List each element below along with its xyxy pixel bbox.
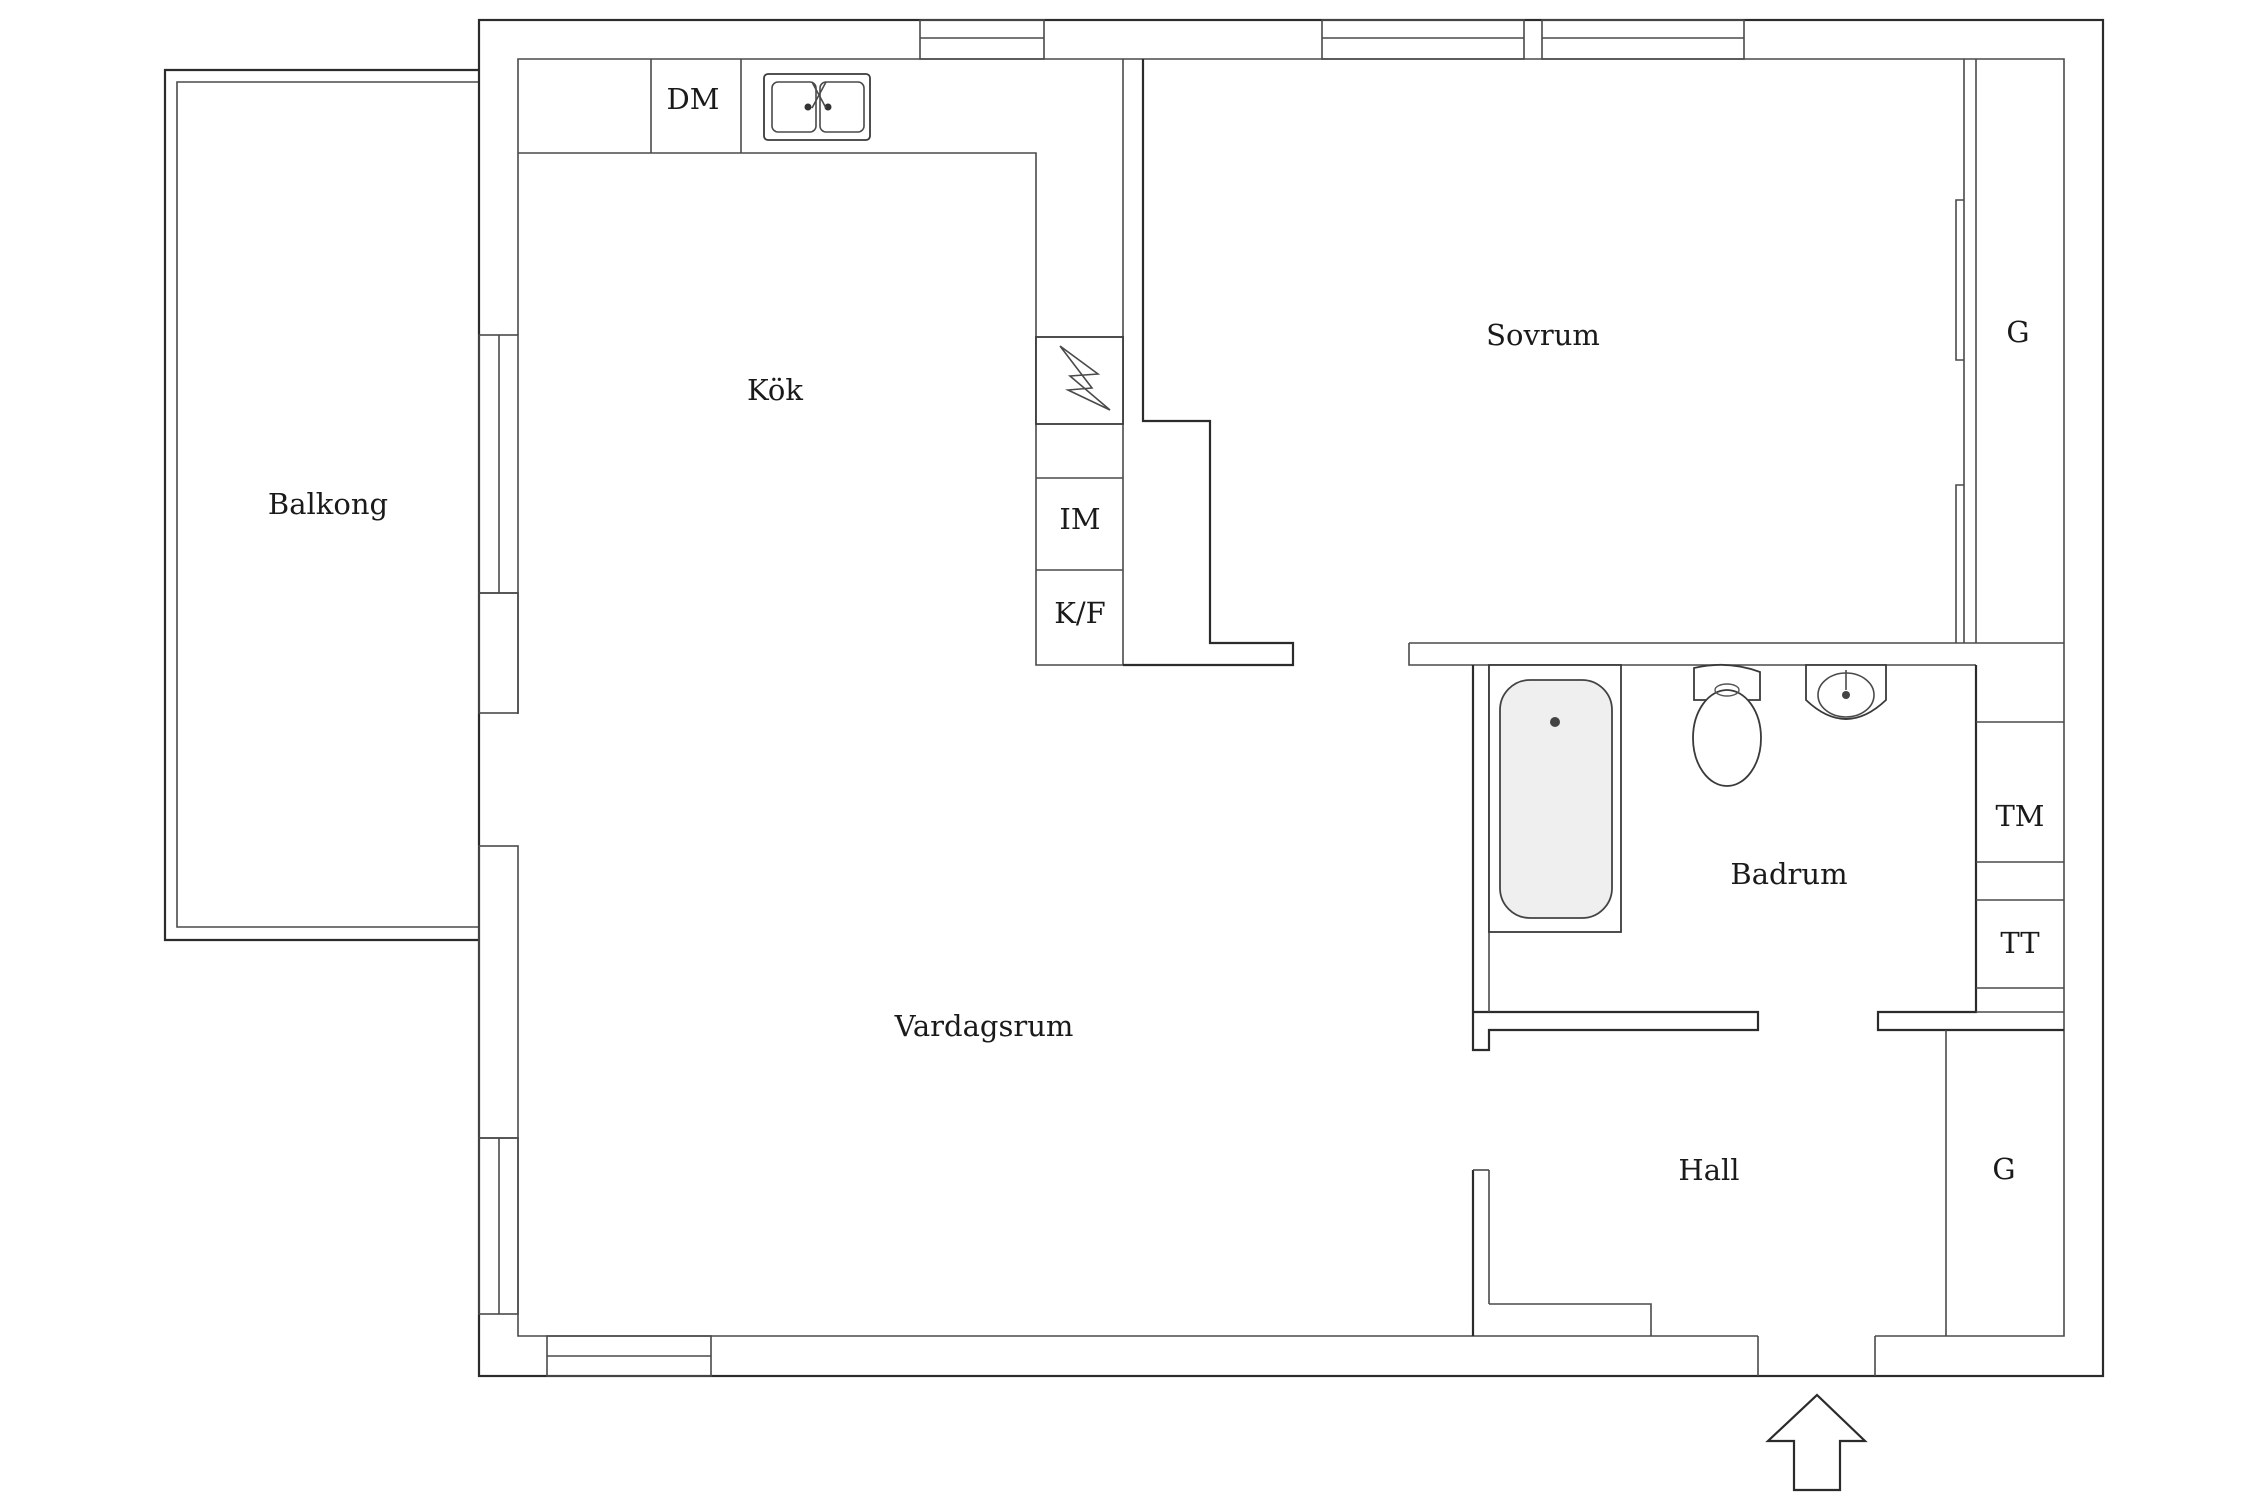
- room-label-badrum: Badrum: [1730, 857, 1847, 891]
- hall-walls: [1471, 1030, 1947, 1376]
- bedroom-walls: [1123, 59, 2064, 667]
- fixture-label-dishwasher: DM: [667, 82, 720, 116]
- kitchen-counter: [518, 59, 1124, 666]
- fixture-label-fridge-freezer: K/F: [1054, 596, 1106, 630]
- fixture-label-washer: TM: [1995, 799, 2044, 833]
- fixture-label-wardrobe-hall: G: [1992, 1152, 2015, 1186]
- fixture-label-freezer: IM: [1059, 502, 1100, 536]
- room-label-vardagsrum: Vardagsrum: [894, 1009, 1074, 1043]
- room-label-hall: Hall: [1678, 1153, 1739, 1187]
- bathroom-sink: [1805, 664, 1887, 720]
- room-label-balkong: Balkong: [268, 487, 388, 521]
- fixture-label-wardrobe-bedroom: G: [2006, 315, 2029, 349]
- room-label-sovrum: Sovrum: [1486, 318, 1600, 352]
- toilet: [1692, 663, 1762, 787]
- windows: [478, 19, 1745, 1377]
- kitchen-sink: [763, 73, 871, 141]
- stove: [1035, 336, 1124, 425]
- up-arrow-icon: [1765, 1393, 1868, 1492]
- balcony: [163, 68, 479, 942]
- fixture-label-dryer: TT: [2000, 926, 2040, 960]
- room-label-kok: Kök: [747, 373, 803, 407]
- bathtub: [1488, 664, 1622, 933]
